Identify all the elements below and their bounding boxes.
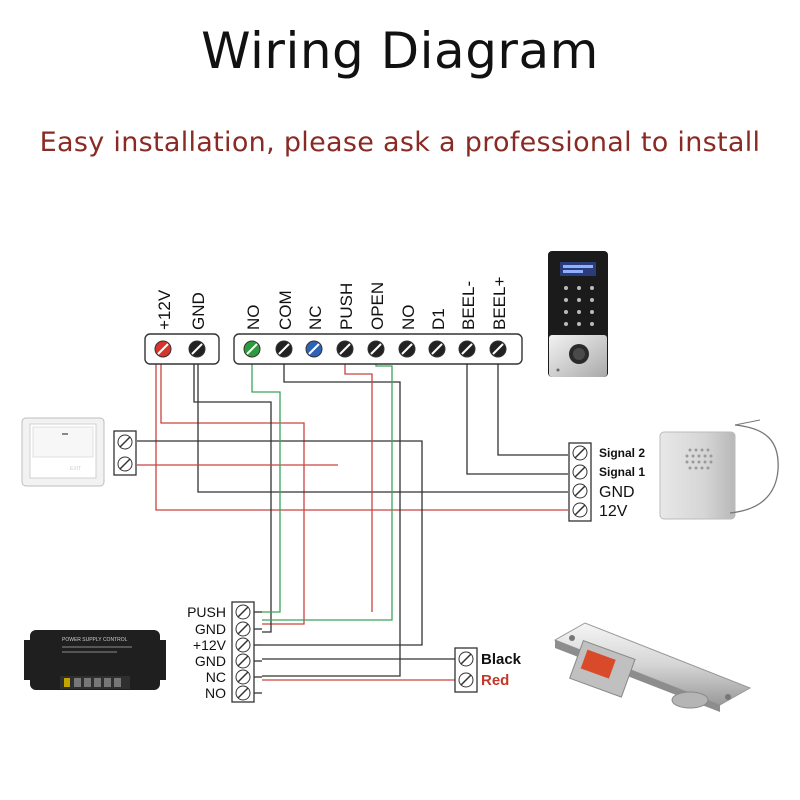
keypad-main-terminal-strip: NO COM NC PUSH OPEN NO D1 BEEL- BEEL+: [233, 277, 523, 365]
lock-terminals: Black Red: [454, 647, 522, 693]
label-signal-1: Signal 1: [599, 465, 645, 479]
label-bell-12v: 12V: [599, 503, 628, 520]
wires: [137, 360, 568, 681]
doorbell-icon: [659, 419, 779, 520]
wire-beel-minus: [466, 360, 568, 475]
wire-red-12v-bell: [155, 362, 568, 511]
terminal-gnd-screw: [188, 340, 206, 358]
exit-button-icon: EXIT: [21, 417, 105, 487]
page-subtitle: Easy installation, please ask a professi…: [39, 127, 761, 158]
bell-terminals: Signal 2 Signal 1 GND 12V: [568, 442, 645, 522]
label-gnd: GND: [189, 292, 208, 330]
terminal-open-screw: [367, 340, 385, 358]
power-supply-icon: POWER SUPPLY CONTROL: [24, 630, 166, 690]
label-beel-minus: BEEL-: [459, 281, 478, 330]
label-push: PUSH: [337, 283, 356, 330]
terminal-nc-screw: [305, 340, 323, 358]
wire-black-gnd-bell: [197, 362, 568, 493]
power-supply-terminals: PUSH GND +12V GND NC NO: [187, 601, 262, 703]
label-psu-gnd: GND: [195, 621, 226, 637]
label-signal-2: Signal 2: [599, 446, 645, 460]
terminal-com-screw: [275, 340, 293, 358]
terminal-no-screw: [243, 340, 261, 358]
exit-button-terminals: [113, 430, 137, 476]
label-psu-gnd2: GND: [195, 653, 226, 669]
electric-strike-lock-icon: [553, 622, 752, 712]
label-lock-red: Red: [481, 672, 509, 689]
label-12v: +12V: [155, 289, 174, 330]
label-open: OPEN: [368, 282, 387, 330]
label-psu-nc: NC: [206, 669, 226, 685]
svg-text:EXIT: EXIT: [70, 466, 81, 472]
page-title: Wiring Diagram: [201, 22, 599, 80]
terminal-push-screw: [336, 340, 354, 358]
exit-terminal-2: [117, 456, 133, 472]
label-beel-plus: BEEL+: [490, 277, 509, 330]
terminal-no2-screw: [398, 340, 416, 358]
wire-red-12v-psu: [160, 362, 305, 625]
wire-beel-plus: [497, 360, 568, 456]
exit-terminal-1: [117, 434, 133, 450]
label-psu-push: PUSH: [187, 604, 226, 620]
terminal-beel-minus-screw: [458, 340, 476, 358]
label-bell-gnd: GND: [599, 484, 635, 501]
label-com: COM: [276, 290, 295, 330]
label-lock-black: Black: [481, 651, 522, 668]
label-no: NO: [244, 305, 263, 331]
label-nc: NC: [306, 305, 325, 330]
terminal-beel-plus-screw: [489, 340, 507, 358]
power-supply-label: POWER SUPPLY CONTROL: [62, 637, 128, 643]
wire-green-no: [251, 360, 281, 613]
keypad-power-terminal-strip: +12V GND: [144, 289, 220, 365]
label-no2: NO: [399, 305, 418, 331]
wire-black-gnd-psu: [193, 362, 272, 633]
wire-push: [344, 360, 373, 612]
keypad-icon: [548, 251, 608, 377]
label-d1: D1: [429, 308, 448, 330]
terminal-12v-screw: [154, 340, 172, 358]
label-psu-12v: +12V: [193, 637, 227, 653]
label-psu-no: NO: [205, 685, 226, 701]
wire-com: [262, 360, 401, 677]
terminal-d1-screw: [428, 340, 446, 358]
